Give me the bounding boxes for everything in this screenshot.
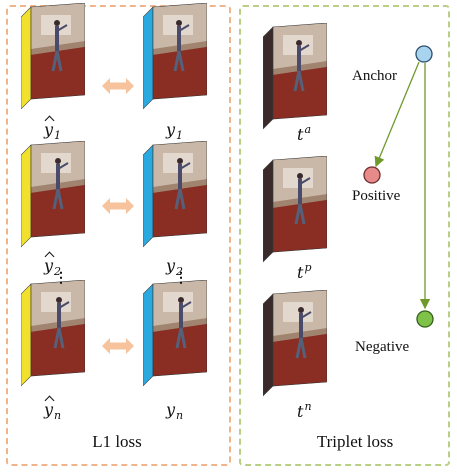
target-var-n: y [166, 400, 176, 419]
pred-sub-2: 2 [54, 265, 62, 278]
triplet-loss-panel [239, 5, 450, 466]
target-sub-2: 2 [176, 265, 184, 278]
pred-frame-1 [21, 3, 85, 113]
pred-label-1: y1 [44, 121, 61, 145]
pred-sub-1: 1 [54, 129, 62, 142]
l1-double-arrow-n [102, 338, 134, 354]
l1-double-arrow-1 [102, 78, 134, 94]
negative-sup: n [304, 400, 312, 413]
target-label-n: yn [166, 401, 183, 425]
target-var-1: y [166, 120, 176, 139]
anchor-label: Anchor [352, 68, 397, 84]
l1-double-arrow-2 [102, 198, 134, 214]
pred-var-n: y [44, 400, 54, 419]
anchor-node [415, 45, 433, 63]
positive-frame [263, 156, 327, 266]
target-frame-1 [143, 3, 207, 113]
positive-frame-label: tp [297, 259, 311, 282]
pred-label-2: y2 [44, 257, 61, 281]
triplet-loss-title: Triplet loss [316, 432, 394, 451]
target-frame-2 [143, 141, 207, 251]
negative-node [416, 310, 434, 328]
positive-var: t [297, 263, 304, 282]
anchor-to-positive-arrow [374, 61, 420, 168]
pred-label-n: yn [44, 401, 61, 425]
negative-var: t [297, 402, 304, 421]
target-label-1: y1 [166, 121, 183, 145]
negative-frame [263, 290, 327, 400]
l1-loss-panel [6, 5, 231, 466]
target-sub-n: n [176, 409, 184, 422]
positive-label: Positive [352, 188, 401, 204]
pred-frame-n [21, 280, 85, 390]
pred-sub-n: n [54, 409, 62, 422]
target-frame-n [143, 280, 207, 390]
l1-loss-title: L1 loss [92, 432, 142, 451]
anchor-sup: a [304, 123, 311, 136]
anchor-frame [263, 23, 327, 133]
negative-frame-label: tn [297, 398, 312, 421]
pred-frame-2 [21, 141, 85, 251]
pred-var-2: y [44, 256, 54, 275]
negative-label: Negative [355, 339, 410, 355]
positive-sup: p [304, 261, 312, 274]
target-label-2: y2 [166, 257, 183, 281]
target-sub-1: 1 [176, 129, 184, 142]
pred-var-1: y [44, 120, 54, 139]
target-var-2: y [166, 256, 176, 275]
anchor-var: t [297, 125, 304, 144]
positive-node [363, 166, 381, 184]
anchor-frame-label: ta [297, 121, 311, 144]
